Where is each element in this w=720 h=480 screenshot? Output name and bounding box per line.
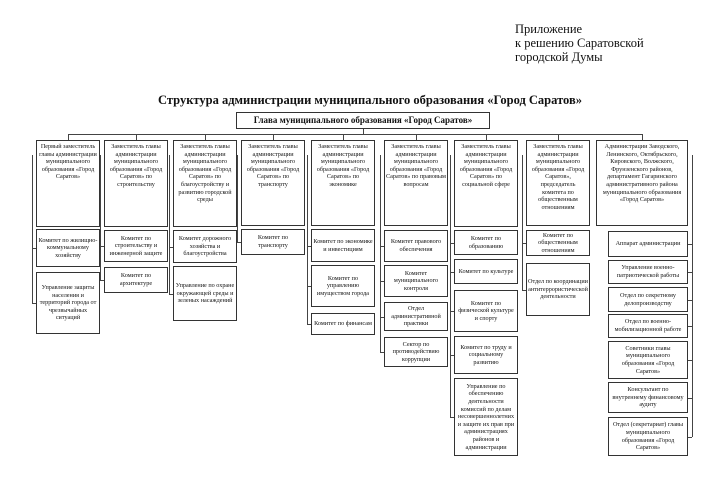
connector-line (450, 155, 452, 417)
appendix-line: к решению Саратовской (515, 36, 644, 50)
deputy-box: Заместитель главы администрации муниципа… (454, 140, 518, 227)
connector-line (32, 155, 34, 303)
connector-line (688, 299, 692, 301)
connector-line (688, 244, 692, 246)
subdivision-box: Комитет по архитектуре (104, 267, 168, 293)
connector-line (380, 155, 382, 352)
connector-line (307, 286, 311, 288)
connector-line (416, 134, 418, 140)
deputy-box: Заместитель главы администрации муниципа… (384, 140, 448, 226)
connector-line (32, 248, 36, 250)
subdivision-box: Комитет по транспорту (241, 229, 305, 255)
connector-line (100, 155, 102, 280)
connector-line (380, 316, 384, 318)
subdivision-box: Аппарат администрации (608, 231, 688, 257)
subdivision-box: Комитет по управлению имуществом города (311, 265, 375, 307)
appendix-line: городской Думы (515, 50, 603, 64)
connector-line (68, 134, 642, 136)
connector-line (169, 293, 173, 295)
connector-line (450, 355, 454, 357)
subdivision-box: Отдел по военно-мобилизационной работе (608, 314, 688, 338)
subdivision-box: Комитет по строительству и инженерной за… (104, 230, 168, 262)
subdivision-box: Сектор по противодействию коррупции (384, 337, 448, 367)
subdivision-box: Комитет по труду и социальному развитию (454, 336, 518, 374)
connector-line (169, 155, 171, 294)
subdivision-box: Отдел (секретариат) главы муниципального… (608, 417, 688, 456)
connector-line (688, 272, 692, 274)
appendix-line: Приложение (515, 22, 583, 36)
connector-line (688, 360, 692, 362)
connector-line (237, 155, 239, 242)
subdivision-box: Управление военно-патриотической работы (608, 260, 688, 284)
connector-line (450, 417, 454, 419)
deputy-box: Заместитель главы администрации муниципа… (311, 140, 375, 226)
connector-line (32, 303, 36, 305)
connector-line (363, 129, 365, 135)
connector-line (100, 246, 104, 248)
appendix-note: Приложение к решению Саратовской городск… (515, 22, 644, 64)
subdivision-box: Отдел по секретному делопроизводству (608, 287, 688, 312)
connector-line (450, 311, 454, 313)
connector-line (68, 134, 70, 140)
connector-line (522, 243, 526, 245)
connector-line (237, 242, 241, 244)
connector-line (692, 155, 694, 437)
deputy-box: Заместитель главы администрации муниципа… (526, 140, 590, 226)
subdivision-box: Комитет по физической культуре и спорту (454, 290, 518, 332)
subdivision-box: Комитет муниципального контроля (384, 265, 448, 297)
connector-line (307, 155, 309, 324)
connector-line (307, 245, 311, 247)
connector-line (380, 281, 384, 283)
subdivision-box: Комитет по общественным отношениям (526, 230, 590, 256)
connector-line (136, 134, 138, 140)
connector-line (486, 134, 488, 140)
connector-line (450, 242, 454, 244)
connector-line (522, 289, 526, 291)
connector-line (450, 271, 454, 273)
subdivision-box: Управление по обеспечению деятельности к… (454, 378, 518, 456)
subdivision-box: Комитет по образованию (454, 230, 518, 255)
connector-line (307, 324, 311, 326)
subdivision-box: Комитет дорожного хозяйства и благоустро… (173, 230, 237, 263)
connector-line (688, 397, 692, 399)
connector-line (380, 352, 384, 354)
connector-line (343, 134, 345, 140)
subdivision-box: Отдел административной практики (384, 302, 448, 331)
connector-line (558, 134, 560, 140)
connector-line (273, 134, 275, 140)
connector-line (642, 134, 644, 140)
document-title: Структура администрации муниципального о… (158, 93, 582, 107)
connector-line (380, 246, 384, 248)
subdivision-box: Консультант по внутреннему финансовому а… (608, 382, 688, 413)
subdivision-box: Комитет по культуре (454, 259, 518, 284)
connector-line (688, 436, 692, 438)
subdivision-box: Управление по охране окружающей среды и … (173, 266, 237, 321)
deputy-box: Заместитель главы администрации муниципа… (104, 140, 168, 227)
deputy-box: Заместитель главы администрации муниципа… (173, 140, 237, 227)
head-box: Глава муниципального образования «Город … (236, 112, 490, 129)
subdivision-box: Управление защиты населения и территорий… (36, 272, 100, 334)
deputy-box: Администрации Заводского, Ленинского, Ок… (596, 140, 688, 226)
subdivision-box: Советники главы муниципального образован… (608, 341, 688, 379)
subdivision-box: Комитет правового обеспечения (384, 230, 448, 262)
connector-line (100, 280, 104, 282)
connector-line (522, 155, 524, 290)
connector-line (205, 134, 207, 140)
subdivision-box: Отдел по координации антитеррористическо… (526, 263, 590, 316)
subdivision-box: Комитет по экономике и инвестициям (311, 229, 375, 262)
connector-line (688, 326, 692, 328)
subdivision-box: Комитет по финансам (311, 313, 375, 335)
connector-line (169, 246, 173, 248)
deputy-box: Первый заместитель главы администрации м… (36, 140, 100, 227)
subdivision-box: Комитет по жилищно-коммунальному хозяйст… (36, 229, 100, 267)
deputy-box: Заместитель главы администрации муниципа… (241, 140, 305, 226)
